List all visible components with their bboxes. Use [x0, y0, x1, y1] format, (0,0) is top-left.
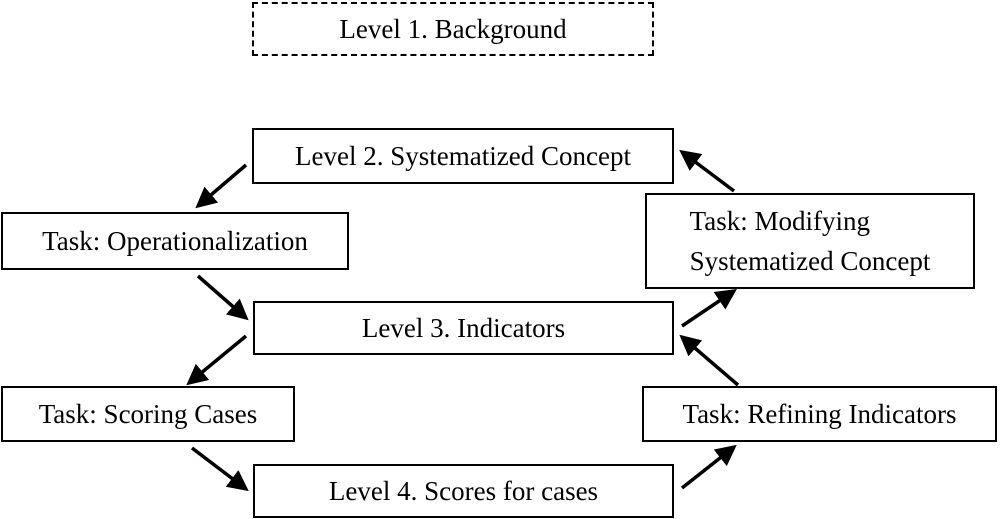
node-level2-systematized-concept: Level 2. Systematized Concept [252, 128, 674, 184]
arrow-level3-to-scoring [186, 334, 248, 386]
node-level2-label: Level 2. Systematized Concept [295, 140, 631, 171]
node-level3-label: Level 3. Indicators [361, 312, 566, 343]
node-task-refining-label: Task: Refining Indicators [682, 398, 957, 429]
node-task-operationalization: Task: Operationalization [1, 212, 349, 270]
arrow-level3-to-modifying [681, 289, 737, 328]
arrow-level2-to-operationalization [195, 163, 248, 209]
node-level1-label: Level 1. Background [339, 13, 567, 44]
node-level1-background: Level 1. Background [252, 2, 654, 56]
node-task-scoring-cases: Task: Scoring Cases [1, 386, 295, 442]
arrow-modifying-to-level2 [679, 149, 736, 193]
node-task-scoring-label: Task: Scoring Cases [38, 398, 258, 429]
arrow-level4-to-refining [680, 444, 737, 490]
arrow-refining-to-level3 [679, 334, 740, 387]
node-task-modifying-label-line2: Systematized Concept [689, 246, 931, 276]
node-task-operationalization-label: Task: Operationalization [42, 225, 308, 256]
node-task-modifying-label-line1: Task: Modifying [689, 206, 870, 236]
arrow-scoring-to-level4 [190, 446, 249, 492]
node-level4-scores: Level 4. Scores for cases [253, 464, 674, 518]
node-task-refining-indicators: Task: Refining Indicators [642, 386, 997, 442]
arrow-operationalization-to-level3 [196, 274, 249, 321]
node-level3-indicators: Level 3. Indicators [253, 301, 674, 355]
node-task-modifying-concept: Task: Modifying Systematized Concept [645, 193, 975, 289]
node-level4-label: Level 4. Scores for cases [328, 475, 599, 506]
